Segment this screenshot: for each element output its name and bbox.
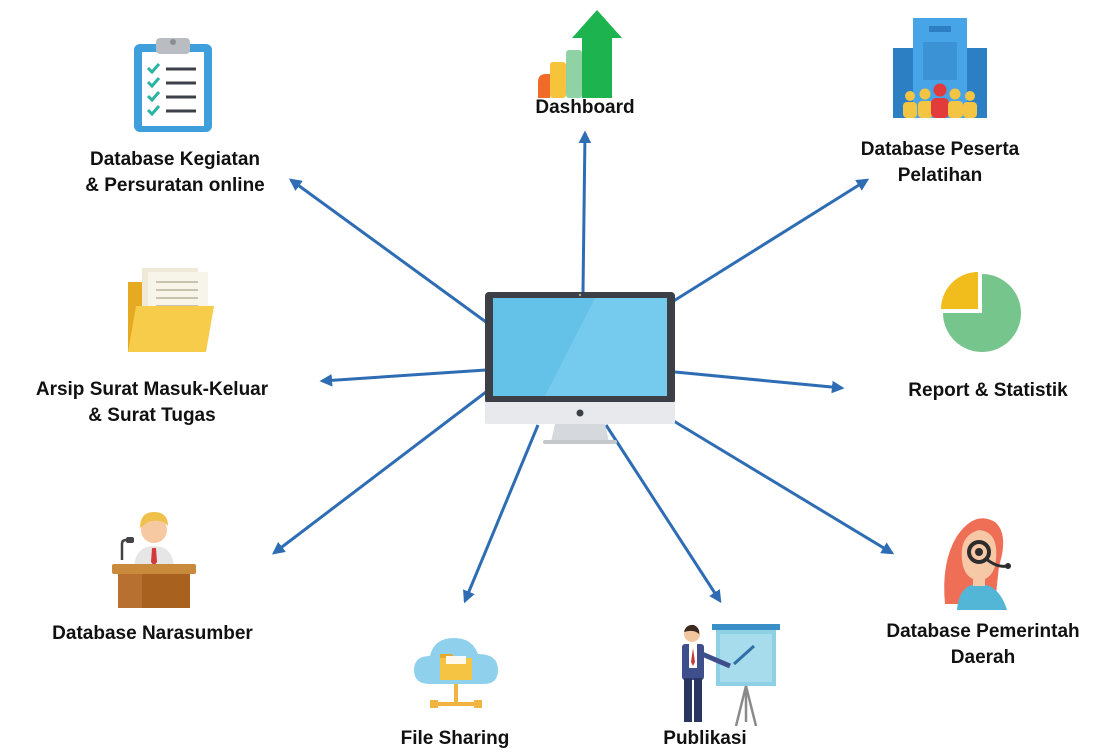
arrow-arsip (319, 368, 487, 387)
arrow-db-kegiatan (288, 178, 487, 324)
office-building-people-icon (893, 18, 987, 118)
arrow-report (674, 370, 845, 394)
cloud-folder-icon (414, 638, 498, 708)
node-db-narasumber-label: Database Narasumber (52, 623, 253, 644)
arrow-db-peserta (671, 178, 870, 304)
node-arsip-label: Arsip Surat Masuk-Keluar & Surat Tugas (35, 379, 269, 426)
node-db-pemda-label: Database Pemerintah Daerah (886, 621, 1080, 668)
clipboard-checklist-icon (134, 38, 212, 132)
arrow-db-pemda (671, 418, 895, 555)
folder-documents-icon (128, 268, 214, 352)
arrow-file-sharing (463, 424, 540, 604)
node-dashboard-label: Dashboard (535, 97, 635, 118)
presentation-board-icon (682, 624, 780, 727)
node-publikasi-label: Publikasi (663, 728, 747, 749)
node-db-kegiatan-label: Database Kegiatan & Persuratan online (85, 149, 265, 196)
arrow-db-narasumber (271, 390, 487, 555)
pie-chart-icon (941, 272, 1021, 352)
speaker-podium-icon (112, 512, 196, 608)
node-report-label: Report & Statistik (908, 380, 1068, 401)
desktop-monitor-icon (485, 292, 675, 444)
arrow-publikasi (604, 424, 722, 604)
node-file-sharing-label: File Sharing (400, 728, 510, 749)
headset-operator-icon (944, 518, 1011, 610)
node-db-peserta-label: Database Peserta Pelatihan (860, 139, 1020, 186)
arrow-dashboard (578, 130, 592, 293)
bar-growth-chart-icon (538, 10, 622, 98)
